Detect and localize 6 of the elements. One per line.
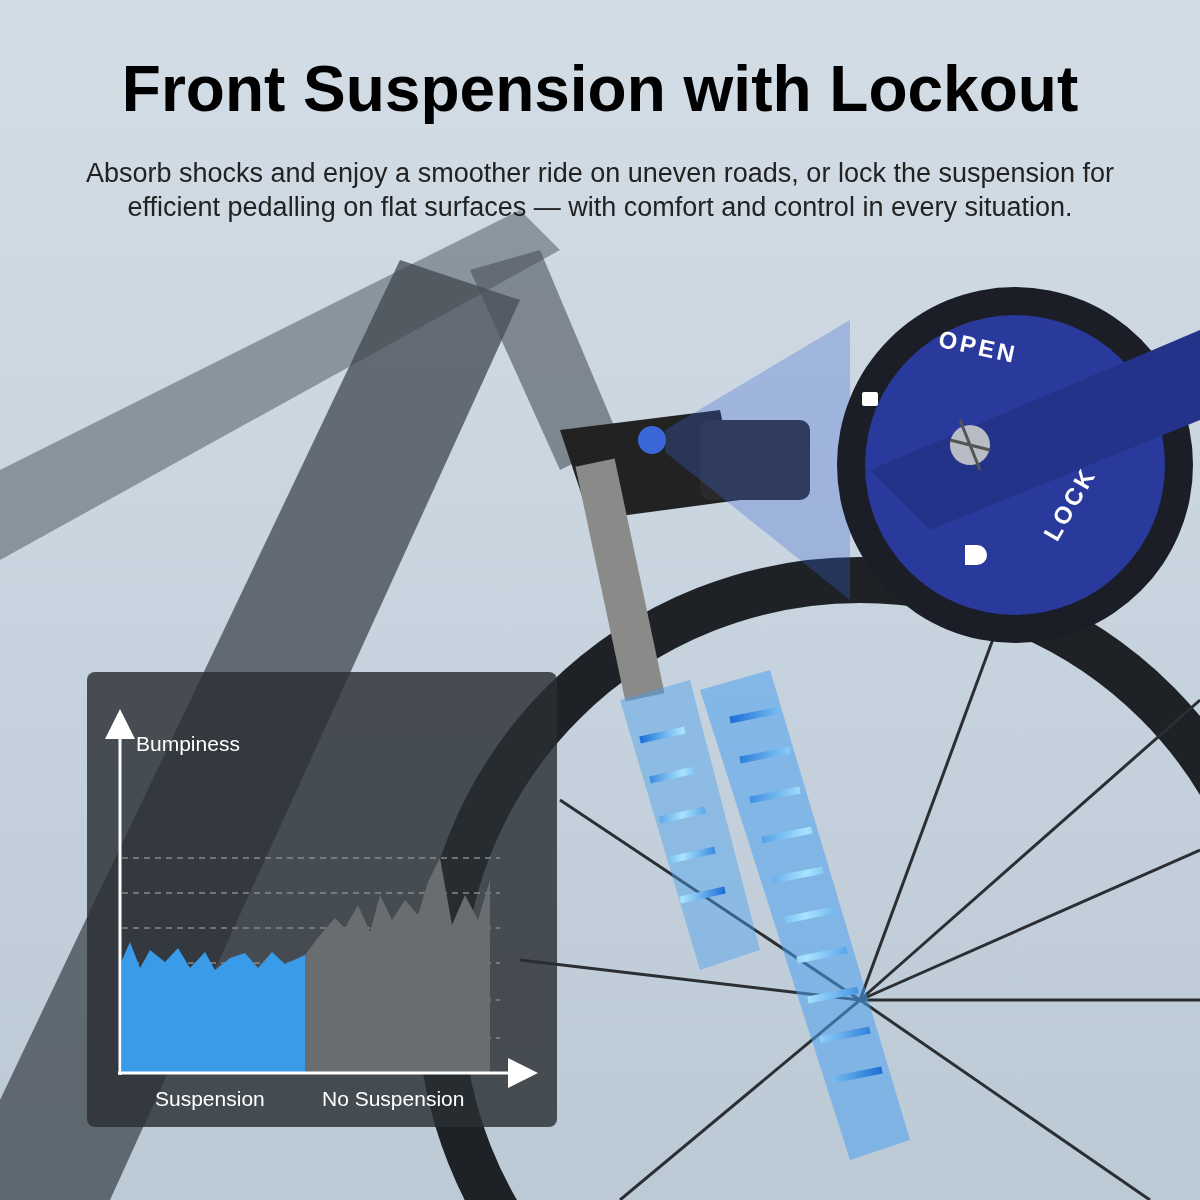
- axis-label: No Suspension: [322, 1087, 465, 1111]
- axis-label: Bumpiness: [136, 732, 240, 756]
- axis-label: Suspension: [155, 1087, 265, 1111]
- title: Front Suspension with Lockout: [120, 52, 1080, 126]
- open-label: OPEN: [935, 325, 1021, 369]
- subtitle-paragraph: Absorb shocks and enjoy a smoother ride on uneven roads, or lock the suspension for efficient pedalling on flat surfaces — with comfort and control in every situation.: [84, 157, 1116, 224]
